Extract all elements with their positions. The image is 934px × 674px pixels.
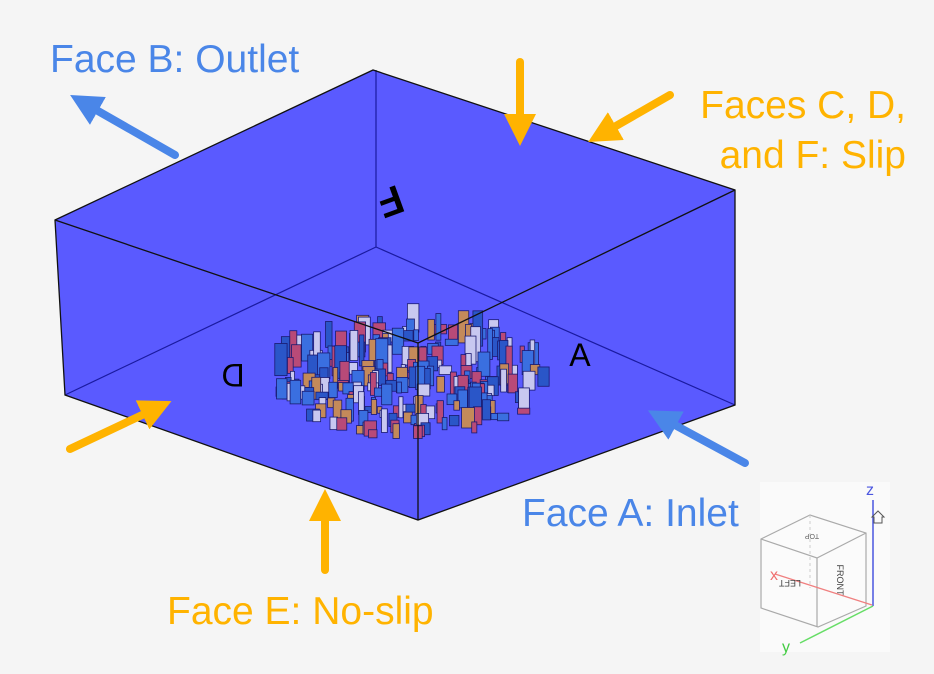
arrow-face-b	[70, 95, 179, 159]
building	[436, 376, 445, 393]
building	[461, 407, 475, 429]
label-faces-cdf-2: and F: Slip	[719, 134, 906, 177]
building	[448, 415, 460, 427]
axis-y-label: y	[782, 639, 790, 656]
home-icon[interactable]	[870, 510, 886, 524]
building	[368, 429, 378, 439]
building	[497, 412, 510, 422]
building	[427, 318, 435, 341]
building	[507, 373, 518, 394]
building	[398, 396, 404, 419]
building	[537, 366, 550, 387]
building	[441, 417, 448, 431]
building	[446, 393, 458, 406]
building	[436, 400, 444, 424]
label-face-a: Face A: Inlet	[522, 492, 739, 535]
arrows	[66, 58, 749, 574]
building	[435, 313, 442, 341]
building	[274, 343, 288, 377]
visible-edges	[54, 69, 736, 521]
building	[395, 377, 409, 393]
building	[453, 400, 460, 411]
cube-face-front: FRONT	[835, 565, 845, 596]
building	[391, 327, 405, 355]
building-cluster	[274, 303, 550, 439]
view-cube[interactable]: x y z TOP LEFT FRONT	[760, 482, 890, 656]
building	[438, 365, 453, 375]
arrow-face-c	[588, 91, 674, 142]
building	[518, 387, 530, 411]
building	[482, 399, 491, 421]
building	[312, 409, 322, 423]
building	[336, 417, 348, 431]
axis-z-label: z	[866, 482, 874, 499]
label-face-b: Face B: Outlet	[50, 38, 300, 81]
building	[477, 351, 491, 377]
building	[522, 370, 536, 391]
building	[381, 383, 393, 406]
building	[328, 381, 338, 398]
arrow-face-a	[647, 410, 749, 467]
building	[301, 390, 315, 406]
building	[276, 378, 288, 400]
building	[291, 344, 302, 368]
building	[416, 383, 431, 397]
building	[517, 407, 531, 415]
building	[370, 372, 377, 396]
building	[500, 368, 507, 393]
building	[471, 421, 478, 434]
label-faces-cdf-1: Faces C, D,	[700, 84, 906, 127]
cube-face-left: LEFT	[779, 578, 802, 588]
building	[413, 329, 419, 342]
computational-domain-box	[55, 70, 735, 520]
hidden-edges	[64, 70, 736, 406]
building	[329, 416, 338, 431]
building	[370, 399, 378, 415]
arrow-face-d	[66, 400, 172, 453]
building	[289, 379, 302, 405]
face-marker-right: A	[569, 337, 591, 373]
axis-x-label: x	[770, 567, 778, 584]
building	[405, 403, 417, 413]
face-marker-left: D	[221, 357, 244, 393]
building	[392, 423, 400, 439]
building	[301, 333, 314, 362]
building	[381, 408, 388, 433]
cube-face-top: TOP	[805, 532, 820, 539]
building	[396, 381, 402, 394]
building	[325, 321, 333, 348]
building	[444, 338, 459, 346]
label-face-e: Face E: No-slip	[167, 590, 434, 633]
building	[349, 330, 359, 361]
